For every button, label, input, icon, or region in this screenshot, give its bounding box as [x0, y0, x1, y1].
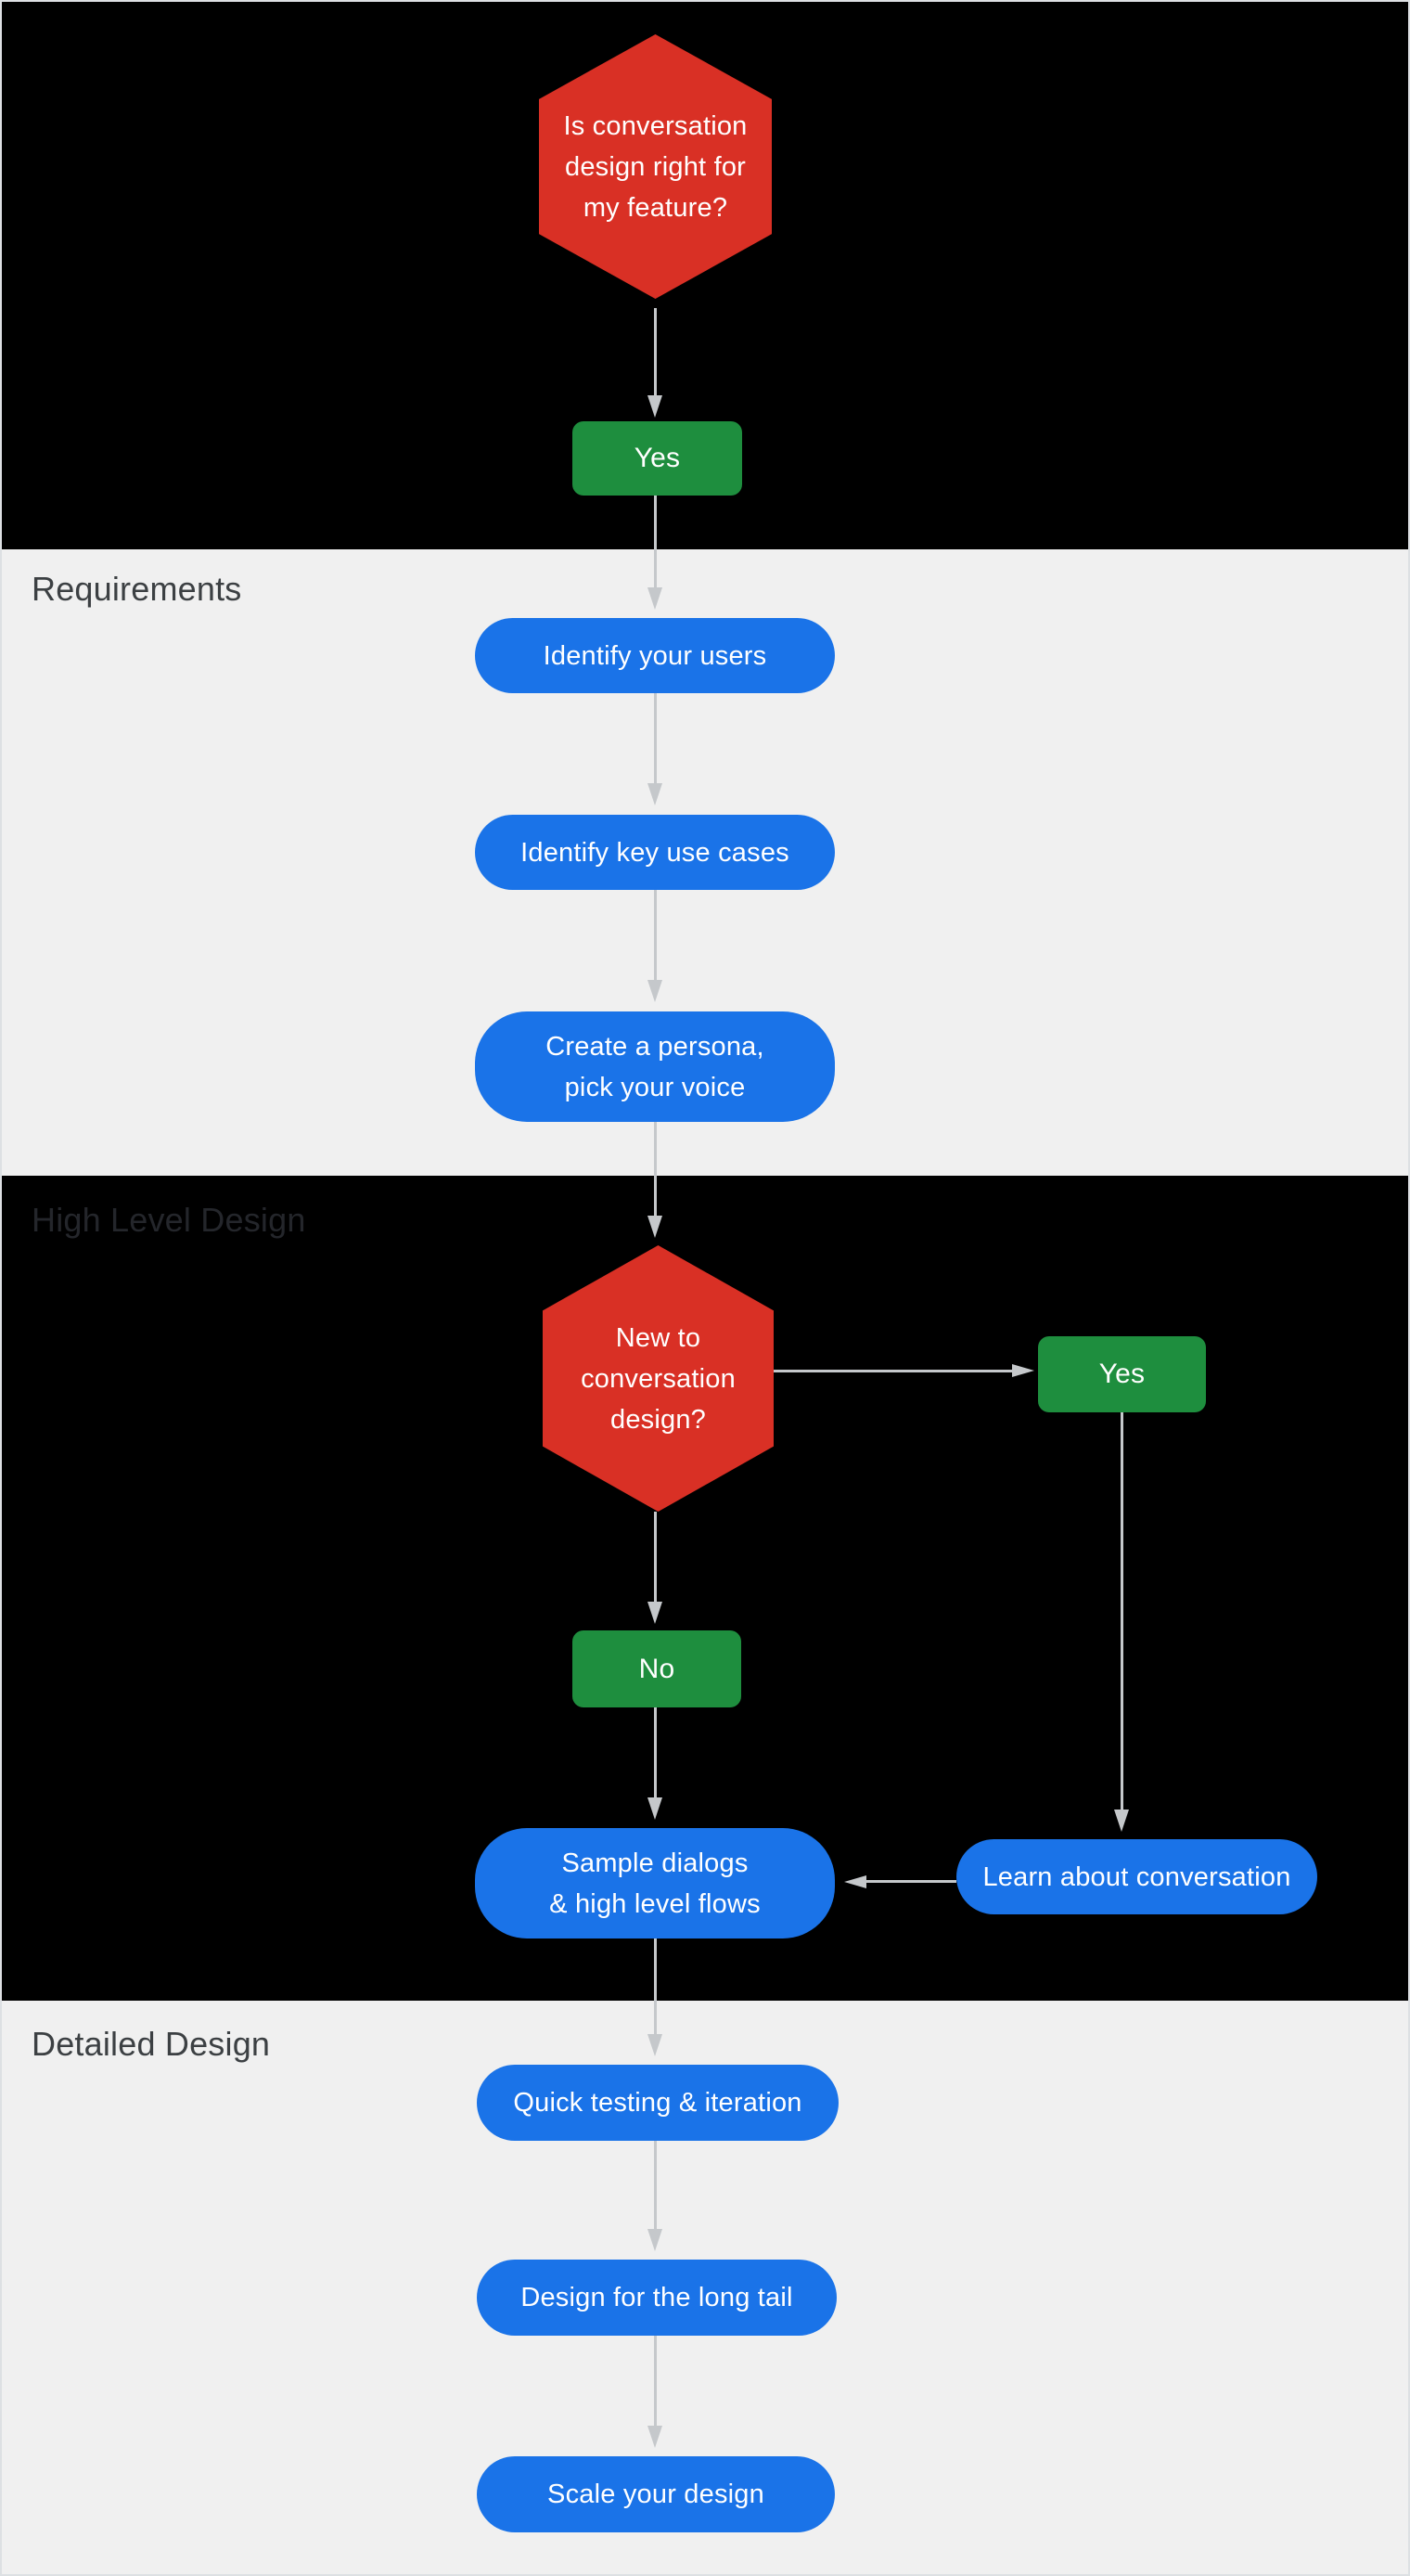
section-label-requirements: Requirements	[32, 570, 242, 608]
arrow-q2-to-yes-head	[1012, 1364, 1034, 1377]
decision-node-text-line: New to	[615, 1322, 701, 1353]
arrow-sample-to-quick-line	[654, 1938, 657, 2034]
section-label-detailed-design: Detailed Design	[32, 2025, 271, 2063]
arrow-tail-to-scale-head	[647, 2426, 662, 2448]
process-node-identify-key-use-cases: Identify key use cases	[475, 815, 835, 890]
process-node-label: Design for the long tail	[520, 2283, 793, 2312]
process-node-quick-testing-iteration: Quick testing & iteration	[477, 2065, 839, 2141]
process-node-label: Identify your users	[543, 640, 767, 671]
decision-node-is-conversation-design-right: Is conversation design right for my feat…	[539, 34, 772, 299]
decision-node-text-line: Is conversation	[563, 110, 748, 141]
answer-node-label: Yes	[634, 443, 681, 473]
answer-node-yes-1: Yes	[572, 421, 742, 496]
arrow-tail-to-scale-line	[654, 2336, 657, 2426]
arrow-users-to-usecases-line	[654, 693, 657, 783]
process-node-text-line: Create a persona,	[545, 1031, 764, 1062]
arrow-q1-to-yes-line	[654, 308, 657, 395]
arrow-usecases-to-persona-line	[654, 890, 657, 980]
decision-node-text-line: my feature?	[583, 192, 728, 223]
arrow-quick-to-tail-head	[647, 2229, 662, 2251]
arrow-yes-to-identify-users-head	[647, 587, 662, 610]
decision-node-text-line: conversation	[581, 1363, 736, 1394]
process-node-learn-about-conversation: Learn about conversation	[956, 1839, 1317, 1914]
process-node-text-line: pick your voice	[564, 1072, 746, 1102]
process-node-scale-your-design: Scale your design	[477, 2456, 835, 2532]
arrow-persona-to-q2-line	[654, 1122, 657, 1216]
arrow-q2-to-no-head	[647, 1602, 662, 1624]
arrow-usecases-to-persona-head	[647, 980, 662, 1002]
arrow-q1-to-yes-head	[647, 395, 662, 418]
arrow-q2-to-no-line	[654, 1512, 657, 1602]
arrow-quick-to-tail-line	[654, 2141, 657, 2229]
arrow-yes-to-identify-users-line	[654, 496, 657, 587]
answer-node-label: Yes	[1098, 1359, 1146, 1389]
decision-node-text-line: design?	[610, 1404, 706, 1435]
process-node-label: Scale your design	[547, 2479, 764, 2509]
answer-node-yes-2: Yes	[1038, 1336, 1206, 1412]
arrow-no-to-sample-head	[647, 1797, 662, 1820]
process-node-label: Learn about conversation	[982, 1861, 1291, 1892]
arrow-q2-to-yes-line	[774, 1370, 1012, 1372]
arrow-yes2-to-learn-head	[1114, 1810, 1129, 1832]
process-node-text-line: Sample dialogs	[561, 1848, 749, 1878]
arrow-users-to-usecases-head	[647, 783, 662, 805]
process-node-text-line: & high level flows	[549, 1888, 761, 1919]
decision-node-new-to-conversation-design: New to conversation design?	[543, 1245, 774, 1512]
arrow-sample-to-quick-head	[647, 2034, 662, 2056]
process-node-create-persona-pick-voice: Create a persona, pick your voice	[475, 1011, 835, 1122]
arrow-no-to-sample-line	[654, 1707, 657, 1797]
answer-node-label: No	[638, 1653, 675, 1684]
decision-node-text-line: design right for	[564, 151, 747, 182]
answer-node-no: No	[572, 1630, 741, 1707]
section-label-high-level-design: High Level Design	[32, 1201, 306, 1239]
process-node-sample-dialogs-high-level-flows: Sample dialogs & high level flows	[475, 1828, 835, 1938]
process-node-design-for-long-tail: Design for the long tail	[477, 2260, 837, 2336]
process-node-identify-your-users: Identify your users	[475, 618, 835, 693]
arrow-learn-to-sample-head	[844, 1875, 866, 1888]
arrow-persona-to-q2-head	[647, 1216, 662, 1238]
arrow-yes2-to-learn-line	[1121, 1412, 1123, 1810]
process-node-label: Identify key use cases	[520, 837, 789, 868]
process-node-label: Quick testing & iteration	[513, 2088, 802, 2118]
arrow-learn-to-sample-line	[866, 1880, 956, 1883]
